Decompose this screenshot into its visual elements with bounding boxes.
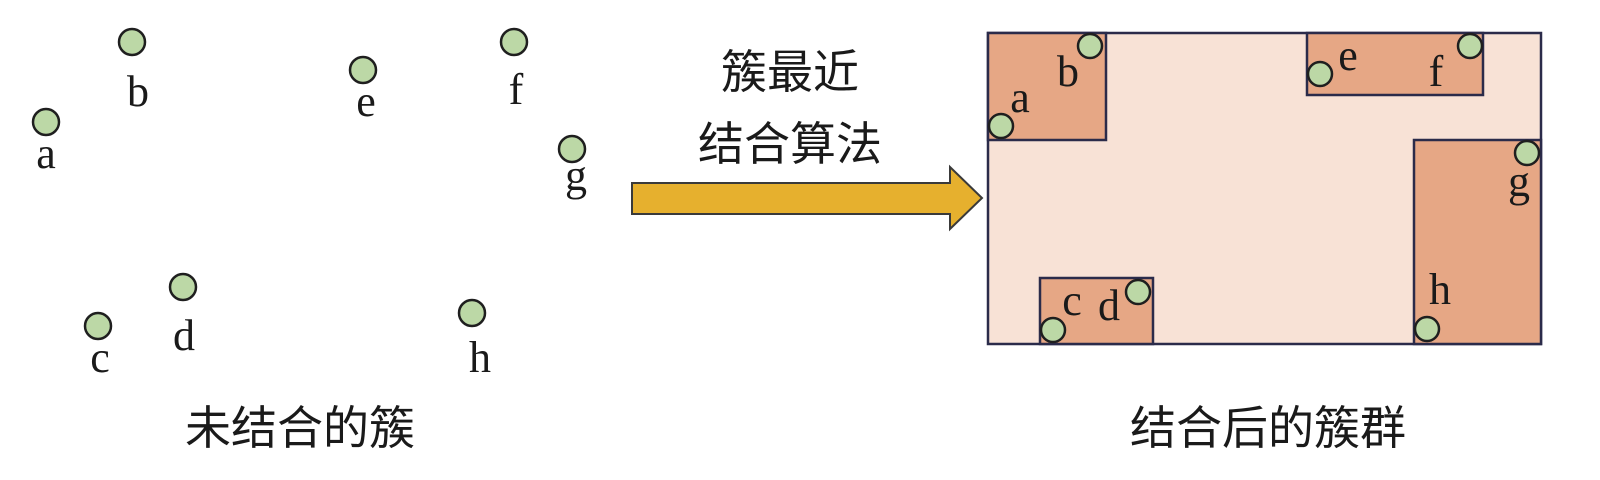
node-label-g-right: g xyxy=(1508,157,1530,206)
node-f-left xyxy=(499,27,529,57)
node-d-left xyxy=(168,272,198,302)
node-label-e-left: e xyxy=(356,77,376,126)
cluster-box-gh xyxy=(1412,138,1543,346)
node-g-right xyxy=(1513,139,1541,167)
node-label-b-left: b xyxy=(127,67,149,116)
node-e-left xyxy=(348,55,378,85)
node-label-f-left: f xyxy=(509,65,524,114)
node-label-c-right: c xyxy=(1062,276,1082,325)
node-label-a-left: a xyxy=(36,129,56,178)
node-c-left xyxy=(83,311,113,341)
node-label-b-right: b xyxy=(1057,47,1079,96)
node-label-h-left: h xyxy=(469,333,491,382)
node-b-right xyxy=(1076,32,1104,60)
node-c-right xyxy=(1039,316,1067,344)
node-f-right xyxy=(1456,32,1484,60)
merge-arrow: 簇最近 结合算法 xyxy=(631,45,984,232)
node-e-right xyxy=(1306,60,1334,88)
node-d-right xyxy=(1124,278,1152,306)
node-g-left xyxy=(557,134,587,164)
node-label-c-left: c xyxy=(90,333,110,382)
node-label-f-right: f xyxy=(1429,47,1444,96)
node-label-e-right: e xyxy=(1338,31,1358,80)
left-caption: 未结合的簇 xyxy=(185,401,415,455)
node-h-left xyxy=(457,298,487,328)
arrow-label-line1: 簇最近 xyxy=(721,45,859,99)
node-a-right xyxy=(987,112,1015,140)
node-b-left xyxy=(117,27,147,57)
arrow-label-line2: 结合算法 xyxy=(698,117,882,171)
node-label-a-right: a xyxy=(1010,73,1030,122)
cluster-box-ef xyxy=(1305,31,1485,97)
right-caption: 结合后的簇群 xyxy=(1130,401,1406,455)
left-panel: a b c d e f g h 未结合的簇 xyxy=(31,27,587,455)
node-label-d-right: d xyxy=(1098,281,1120,330)
arrow-right-icon xyxy=(631,164,984,232)
node-label-g-left: g xyxy=(565,151,587,200)
node-h-right xyxy=(1413,315,1441,343)
node-label-d-left: d xyxy=(173,311,195,360)
node-label-h-right: h xyxy=(1429,265,1451,314)
node-a-left xyxy=(31,107,61,137)
